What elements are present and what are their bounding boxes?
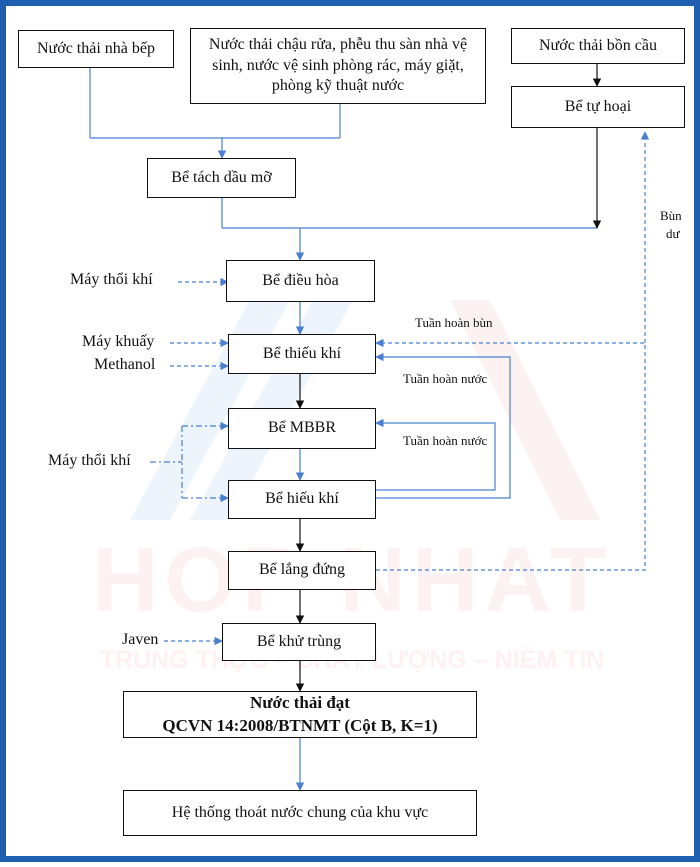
treated-title: Nước thải đạt: [250, 693, 350, 713]
water-recycle-2: [375, 418, 496, 491]
box-drainage-system: Hệ thống thoát nước chung của khu vực: [123, 790, 477, 836]
box-kitchen-wastewater: Nước thải nhà bếp: [18, 30, 174, 68]
water-recycle-1: [375, 352, 511, 499]
box-treated-wastewater: Nước thải đạt QCVN 14:2008/BTNMT (Cột B,…: [123, 691, 477, 738]
box-grease-trap: Bể tách dầu mỡ: [147, 158, 296, 198]
sludge-recycle-line: [375, 338, 646, 571]
label-excess-sludge-1: Bùn: [660, 208, 682, 223]
label-mixer: Máy khuấy: [82, 333, 155, 350]
label-water-recycle-2: Tuần hoàn nước: [403, 433, 488, 448]
box-equalization-tank: Bể điều hòa: [226, 260, 375, 302]
box-toilet-wastewater: Nước thải bồn cầu: [511, 28, 685, 64]
label-javen: Javen: [122, 631, 159, 648]
treated-standard: QCVN 14:2008/BTNMT (Cột B, K=1): [162, 715, 438, 735]
label-sludge-recycle: Tuần hoàn bùn: [415, 315, 493, 330]
label-methanol: Methanol: [94, 356, 156, 373]
box-septic-tank: Bể tự hoại: [511, 86, 685, 128]
blower2-feed: [150, 425, 228, 499]
box-settling-tank: Bể lắng đứng: [228, 551, 376, 590]
box-sink-wastewater: Nước thải chậu rửa, phễu thu sàn nhà vệ …: [190, 28, 486, 104]
label-blower-1: Máy thổi khí: [70, 271, 153, 288]
box-mbbr-tank: Bể MBBR: [228, 408, 376, 449]
box-anoxic-tank: Bể thiếu khí: [228, 334, 376, 374]
label-excess-sludge-2: dư: [666, 226, 680, 241]
box-aerobic-tank: Bể hiếu khí: [228, 480, 376, 519]
label-water-recycle-1: Tuần hoàn nước: [403, 371, 488, 386]
box-disinfection-tank: Bể khử trùng: [222, 623, 376, 661]
label-blower-2: Máy thổi khí: [48, 452, 131, 469]
